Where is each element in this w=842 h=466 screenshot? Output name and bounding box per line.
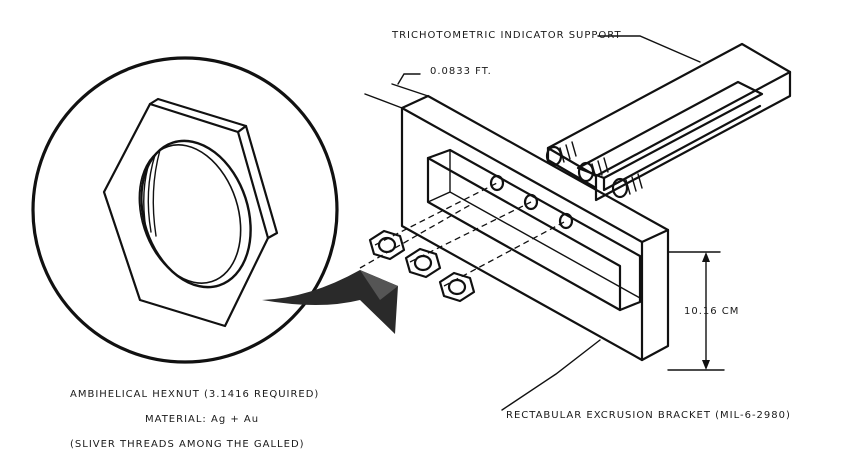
threaded-rod-ends — [545, 141, 643, 199]
small-hexnut — [438, 271, 476, 303]
indicator-support — [545, 42, 792, 202]
magnified-hexnut-view — [31, 56, 339, 364]
threads-label: (SLIVER THREADS AMONG THE GALLED) — [70, 439, 305, 450]
excrusion-bracket — [359, 94, 670, 362]
indicator-support-label: TRICHOTOMETRIC INDICATOR SUPPORT — [392, 30, 622, 41]
height-label: 10.16 CM — [684, 306, 740, 317]
hexnut-label: AMBIHELICAL HEXNUT (3.1416 REQUIRED) — [70, 389, 320, 400]
magnifier-pointer — [262, 270, 398, 334]
small-hexnut — [404, 247, 442, 279]
thickness-label: 0.0833 FT. — [430, 66, 492, 77]
material-label: MATERIAL: Ag + Au — [145, 414, 260, 425]
leader-lines — [364, 35, 725, 411]
small-hexnuts — [368, 229, 476, 303]
bracket-label: RECTABULAR EXCRUSION BRACKET (MIL-6-2980… — [506, 410, 791, 421]
